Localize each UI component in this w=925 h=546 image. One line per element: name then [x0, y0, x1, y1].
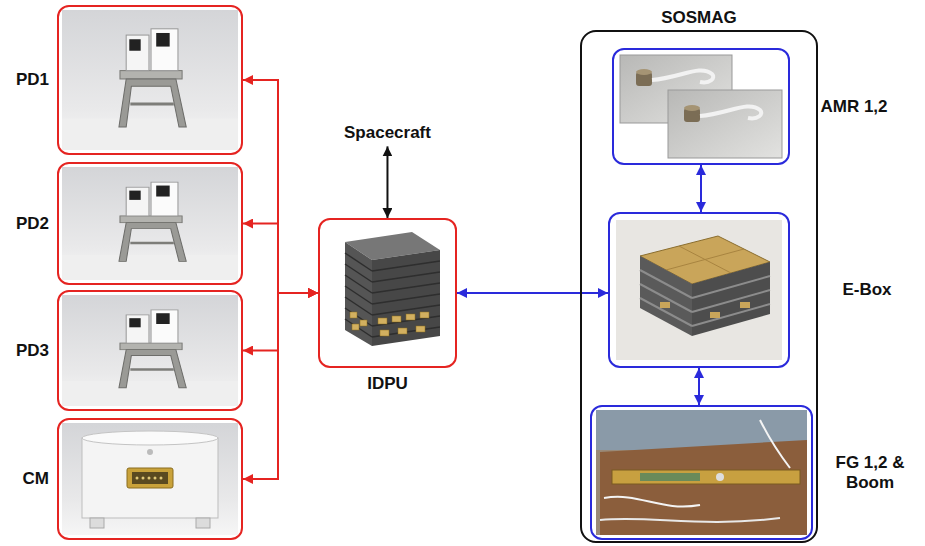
node-label: IDPU — [367, 374, 408, 394]
node-label: Spacecraft — [344, 123, 431, 143]
connector-arrow — [386, 146, 388, 218]
instrument-group: SOSMAGAMR 1,2E-BoxFG 1,2 & Boom — [580, 30, 818, 543]
connector-arrow — [243, 80, 318, 293]
processor-box: IDPU — [318, 218, 457, 368]
connector-arrow — [243, 224, 318, 294]
node-label: FG 1,2 & Boom — [835, 452, 905, 493]
node-label: PD2 — [16, 213, 49, 233]
node-label: AMR 1,2 — [819, 96, 889, 116]
sensor-box: AMR 1,2 — [612, 48, 790, 165]
node-label: PD3 — [16, 340, 49, 360]
node-label: PD1 — [16, 70, 49, 90]
instrument-box: PD1 — [57, 5, 243, 155]
node-label: E-Box — [835, 280, 899, 300]
instrument-box: CM — [57, 418, 243, 540]
instrument-box: PD3 — [57, 290, 243, 411]
instrument-box: PD2 — [57, 162, 243, 285]
connector-arrow — [700, 165, 702, 212]
spacecraft-node: Spacecraft — [339, 120, 436, 146]
connector-arrow — [243, 293, 318, 351]
node-label: CM — [23, 469, 49, 489]
connector-arrow — [457, 292, 608, 294]
connector-arrow — [698, 368, 700, 405]
electronics-box: E-Box — [608, 212, 790, 368]
connector-arrow — [243, 293, 318, 479]
sensor-box: FG 1,2 & Boom — [590, 405, 813, 540]
node-label: SOSMAG — [661, 8, 737, 28]
